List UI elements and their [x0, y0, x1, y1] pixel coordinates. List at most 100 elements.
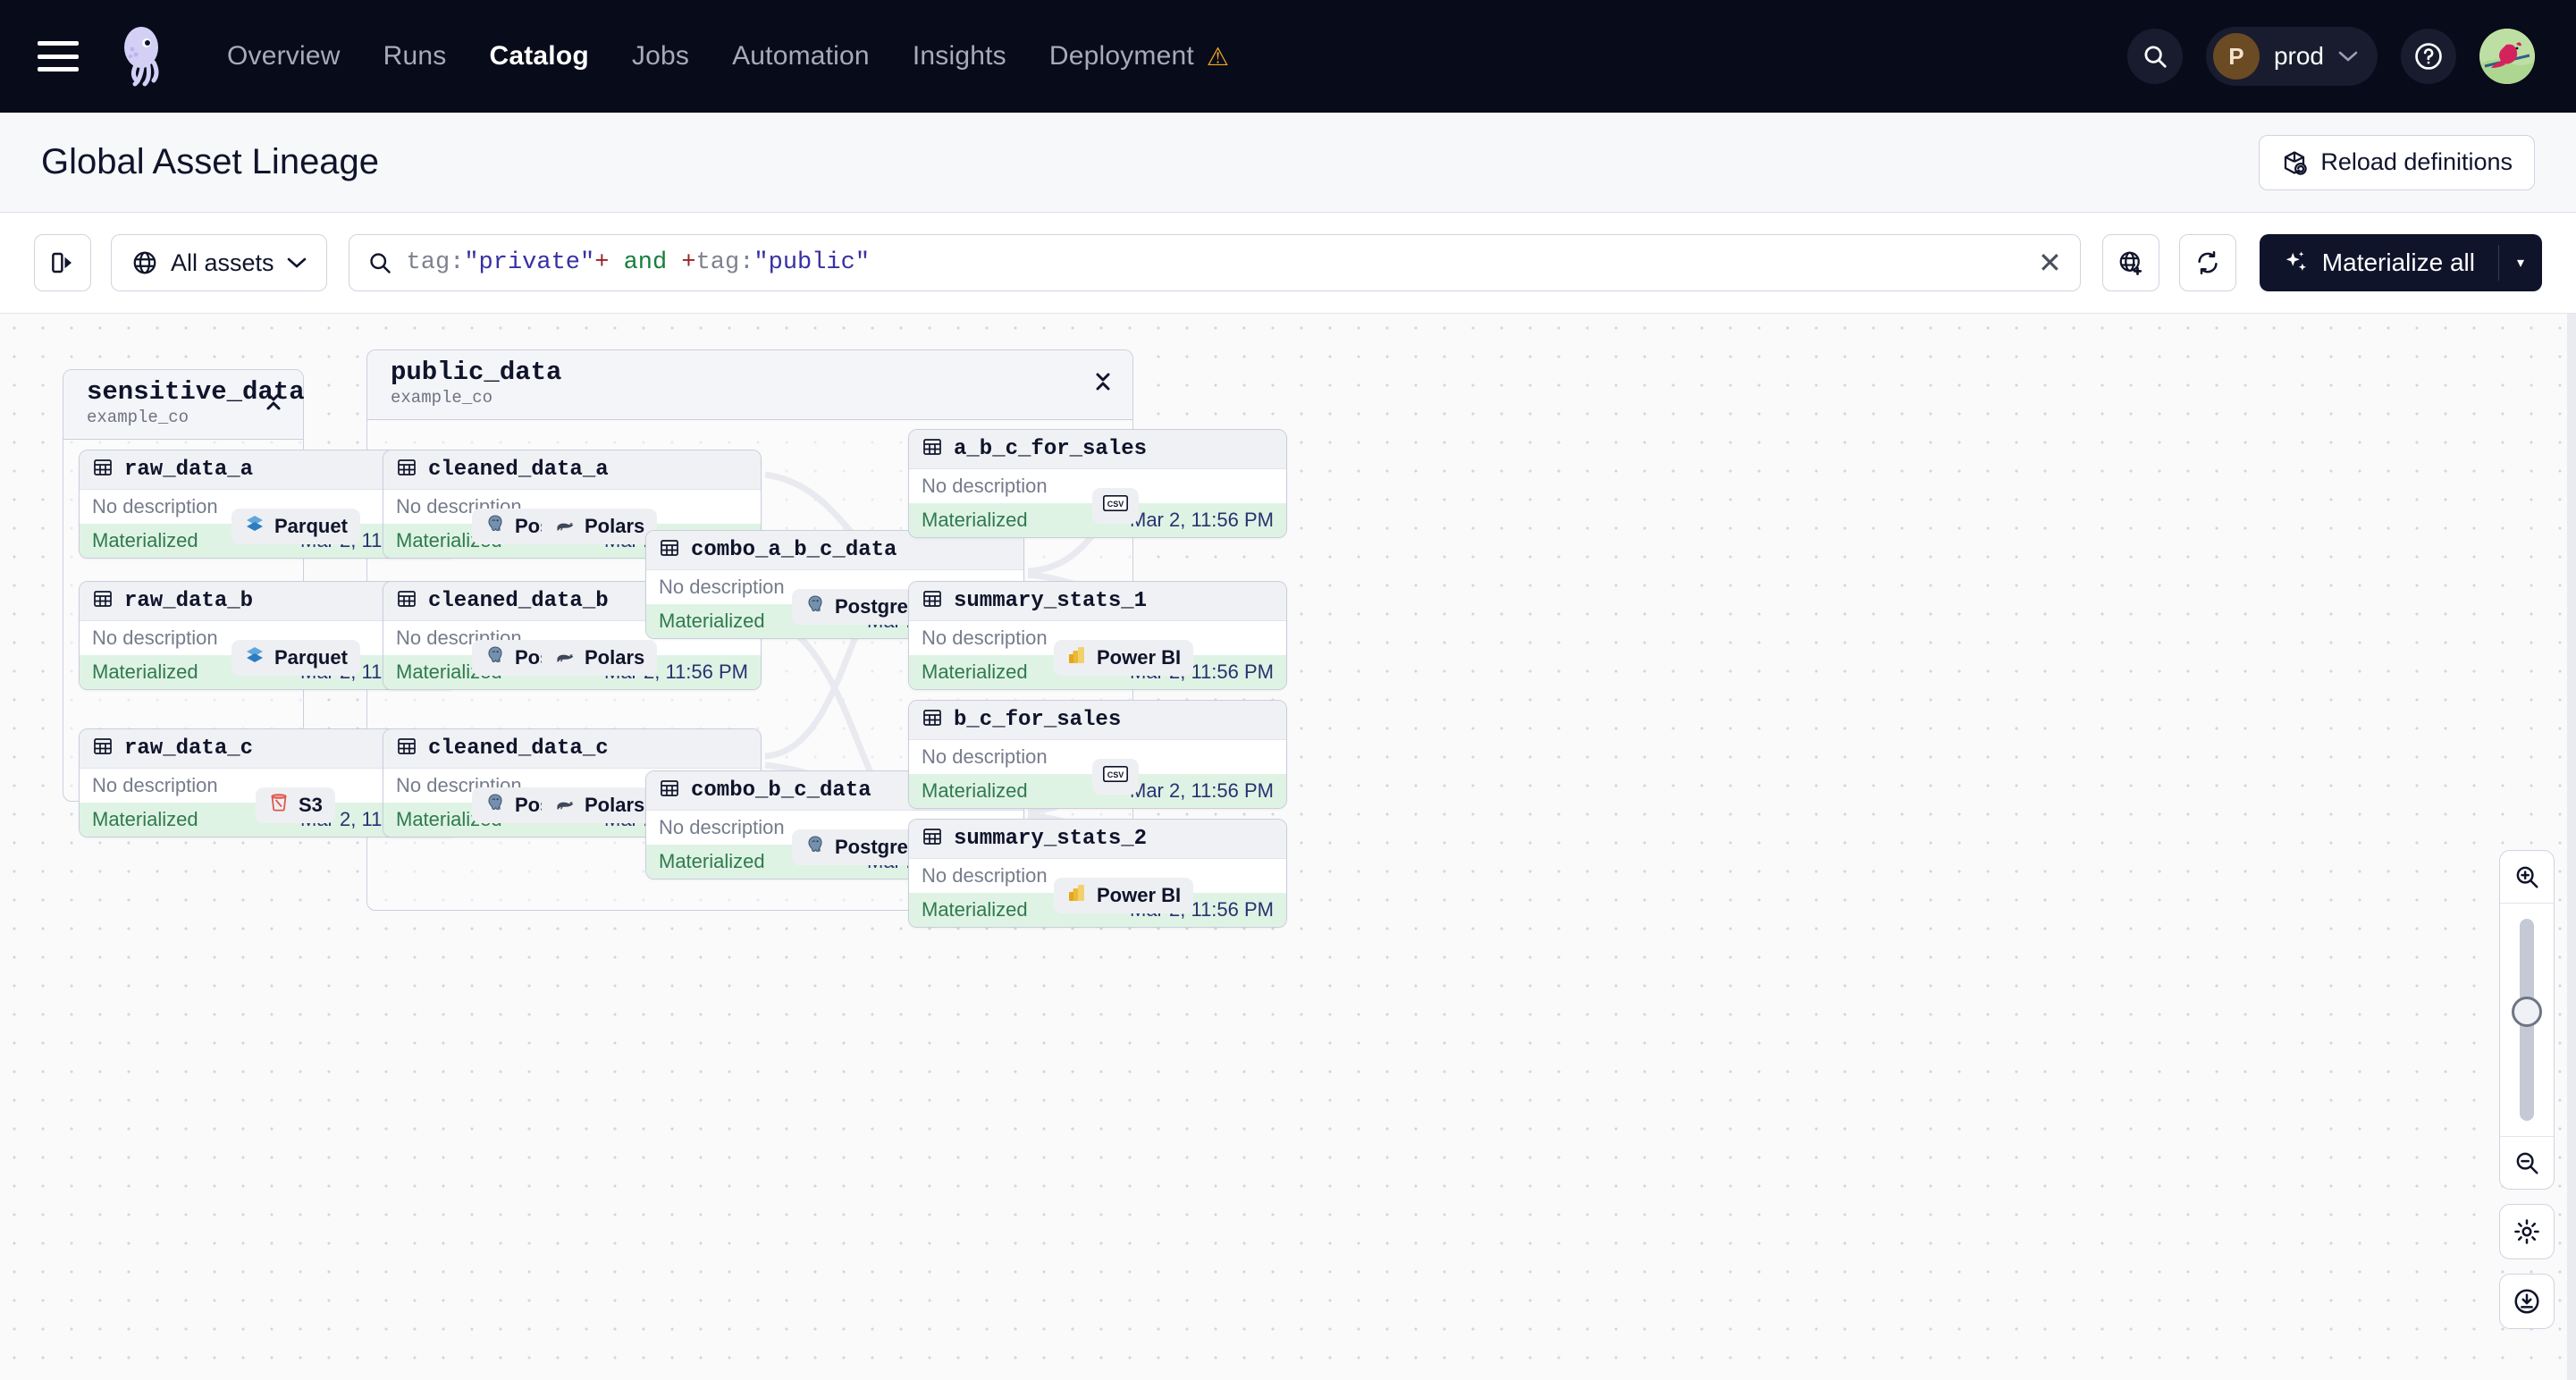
nav-link-jobs[interactable]: Jobs: [631, 41, 690, 71]
sidebar-toggle-button[interactable]: [34, 234, 91, 291]
nav-link-automation[interactable]: Automation: [732, 41, 870, 71]
zoom-out-icon[interactable]: [2500, 1137, 2554, 1189]
parquet-icon: [244, 644, 265, 671]
asset-node-header: b_c_for_sales: [909, 701, 1286, 740]
clear-search-icon[interactable]: ✕: [2037, 247, 2062, 279]
asset-badge-parquet[interactable]: Parquet: [232, 640, 360, 676]
nav-link-deployment[interactable]: Deployment: [1048, 41, 1194, 71]
asset-node-description: No description: [659, 576, 785, 598]
group-name: public_data: [391, 358, 562, 387]
postgres-elephant-icon: [804, 834, 826, 861]
nav-link-catalog[interactable]: Catalog: [489, 41, 589, 71]
zoom-slider-thumb[interactable]: [2512, 997, 2542, 1027]
chevron-down-icon: [287, 257, 306, 268]
asset-badge-csv[interactable]: CSV: [1092, 488, 1139, 524]
asset-badge-power-bi[interactable]: Power BI: [1054, 640, 1194, 676]
nav-link-runs[interactable]: Runs: [383, 41, 447, 71]
user-avatar[interactable]: [2479, 29, 2535, 84]
asset-badge-s3[interactable]: S3: [256, 787, 335, 823]
asset-node-title: a_b_c_for_sales: [954, 437, 1148, 461]
csv-icon: CSV: [1103, 765, 1128, 788]
zoom-slider[interactable]: [2500, 903, 2554, 1137]
dagster-logo-icon[interactable]: [113, 24, 177, 88]
svg-text:CSV: CSV: [1107, 500, 1124, 509]
materialize-dropdown-caret[interactable]: ▾: [2497, 245, 2542, 281]
group-name: sensitive_data: [87, 377, 305, 407]
zoom-in-icon[interactable]: [2500, 851, 2554, 903]
help-icon[interactable]: [2401, 29, 2456, 84]
deployment-switcher[interactable]: P prod: [2205, 27, 2378, 86]
table-icon: [92, 736, 114, 762]
badge-label: S3: [299, 794, 323, 816]
asset-badge-polars[interactable]: Polars: [542, 640, 658, 676]
zoom-controls: [2499, 850, 2555, 1329]
badge-label: Polars: [585, 515, 645, 537]
asset-badge-parquet[interactable]: Parquet: [232, 509, 360, 544]
asset-lineage-canvas[interactable]: sensitive_data example_co public_data ex…: [0, 314, 2576, 1380]
status-timestamp: Mar 2, 11:56 PM: [1130, 779, 1274, 802]
collapse-vertical-icon[interactable]: [264, 390, 283, 417]
download-circle-icon[interactable]: [2499, 1274, 2555, 1329]
search-token-plus: +: [681, 249, 696, 276]
canvas-vertical-scrollbar[interactable]: [2567, 314, 2576, 1380]
top-navigation-bar: Overview Runs Catalog Jobs Automation In…: [0, 0, 2576, 113]
asset-badge-power-bi[interactable]: Power BI: [1054, 878, 1194, 913]
page-title: Global Asset Lineage: [41, 142, 380, 181]
badge-label: Power BI: [1097, 646, 1182, 669]
table-icon: [659, 778, 680, 804]
cube-refresh-icon: [2285, 150, 2308, 175]
asset-node-title: raw_data_b: [124, 589, 254, 613]
table-icon: [396, 588, 417, 614]
asset-node-description: No description: [922, 864, 1048, 887]
materialize-all-main[interactable]: Materialize all: [2260, 248, 2498, 277]
search-token-key: tag:: [695, 249, 754, 276]
asset-badge-csv[interactable]: CSV: [1092, 759, 1139, 795]
asset-node-header: summary_stats_1: [909, 582, 1286, 621]
table-icon: [92, 588, 114, 614]
asset-node-title: cleaned_data_a: [428, 458, 609, 482]
powerbi-icon: [1066, 882, 1088, 909]
asset-node-title: combo_b_c_data: [691, 778, 871, 803]
expand-panel-icon: [52, 252, 72, 273]
nav-right-cluster: P prod: [2126, 27, 2535, 86]
polars-bear-icon: [554, 513, 576, 540]
asset-node-title: cleaned_data_c: [428, 736, 609, 761]
status-label: Materialized: [92, 529, 198, 551]
materialize-all-button[interactable]: Materialize all ▾: [2259, 234, 2542, 291]
reload-definitions-button[interactable]: Reload definitions: [2259, 134, 2535, 190]
svg-text:CSV: CSV: [1107, 770, 1124, 779]
postgres-elephant-icon: [484, 644, 506, 671]
asset-search-input[interactable]: tag:"private"+ and +tag:"public" ✕: [348, 234, 2081, 291]
asset-node-header: cleaned_data_a: [383, 450, 761, 490]
asset-badge-polars[interactable]: Polars: [542, 509, 658, 544]
hamburger-menu-icon[interactable]: [38, 41, 79, 72]
search-query-text: tag:"private"+ and +tag:"public": [407, 249, 871, 276]
group-subtitle: example_co: [391, 388, 493, 408]
badge-label: Polars: [585, 646, 645, 669]
refresh-button[interactable]: [2178, 234, 2236, 291]
main-nav-links: Overview Runs Catalog Jobs Automation In…: [227, 41, 1229, 72]
globe-plus-button[interactable]: [2101, 234, 2159, 291]
gear-icon[interactable]: [2499, 1204, 2555, 1259]
collapse-vertical-icon[interactable]: [1093, 370, 1113, 398]
nav-link-insights[interactable]: Insights: [912, 41, 1006, 71]
asset-badge-polars[interactable]: Polars: [542, 787, 658, 823]
lineage-toolbar: All assets tag:"private"+ and +tag:"publ…: [0, 213, 2576, 314]
search-icon: [369, 253, 391, 273]
search-icon[interactable]: [2126, 29, 2183, 84]
asset-node-header: summary_stats_2: [909, 820, 1286, 859]
polars-bear-icon: [554, 792, 576, 819]
nav-link-overview[interactable]: Overview: [227, 41, 341, 71]
materialize-all-label: Materialize all: [2321, 248, 2475, 276]
asset-node-title: b_c_for_sales: [954, 708, 1122, 732]
table-icon: [922, 436, 943, 462]
asset-scope-filter[interactable]: All assets: [111, 234, 327, 291]
badge-label: Power BI: [1097, 884, 1182, 906]
asset-node-description: No description: [922, 475, 1048, 497]
search-token-plus: +: [594, 249, 610, 276]
status-label: Materialized: [922, 661, 1028, 683]
asset-node-title: summary_stats_2: [954, 827, 1148, 851]
group-header: public_data example_co: [367, 350, 1132, 420]
